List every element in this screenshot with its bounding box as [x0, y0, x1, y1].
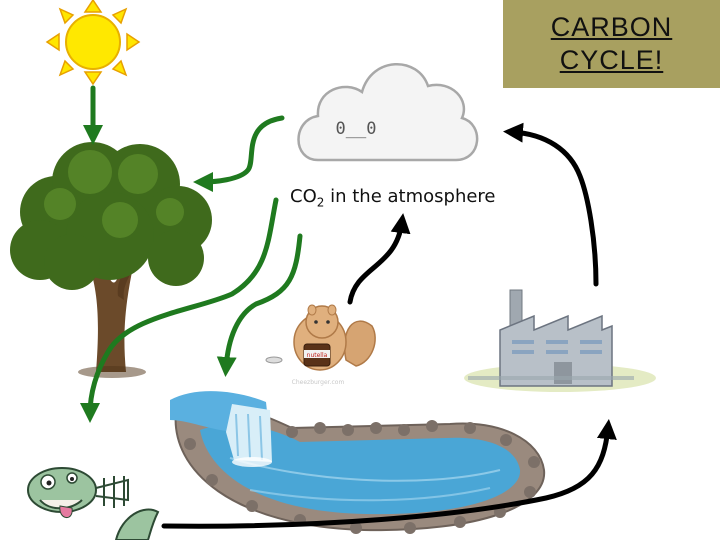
title-line-2: CYCLE! — [560, 44, 664, 77]
arrow-squirrel-to-atmosphere — [350, 222, 402, 302]
cloud-face: 0__0 — [336, 119, 377, 139]
sun-icon — [47, 0, 139, 84]
factory-icon — [464, 290, 656, 392]
squirrel-icon: nutella Cheezburger.com — [266, 305, 375, 386]
co2-rest: in the atmosphere — [324, 186, 495, 207]
tree-icon — [10, 142, 212, 378]
cloud-icon: 0__0 — [299, 64, 478, 160]
fossil-fish-icon — [28, 468, 158, 540]
watermark: Cheezburger.com — [292, 379, 345, 386]
jar-label: nutella — [307, 352, 328, 359]
arrow-factory-to-atmosphere — [512, 132, 596, 284]
arrow-atmosphere-to-tree — [202, 118, 282, 182]
pond-icon — [170, 391, 544, 534]
title-line-1: CARBON — [551, 11, 673, 44]
co2-main: CO — [290, 186, 317, 207]
title-box: CARBON CYCLE! — [503, 0, 720, 88]
atmosphere-label: CO2 in the atmosphere — [290, 186, 496, 210]
